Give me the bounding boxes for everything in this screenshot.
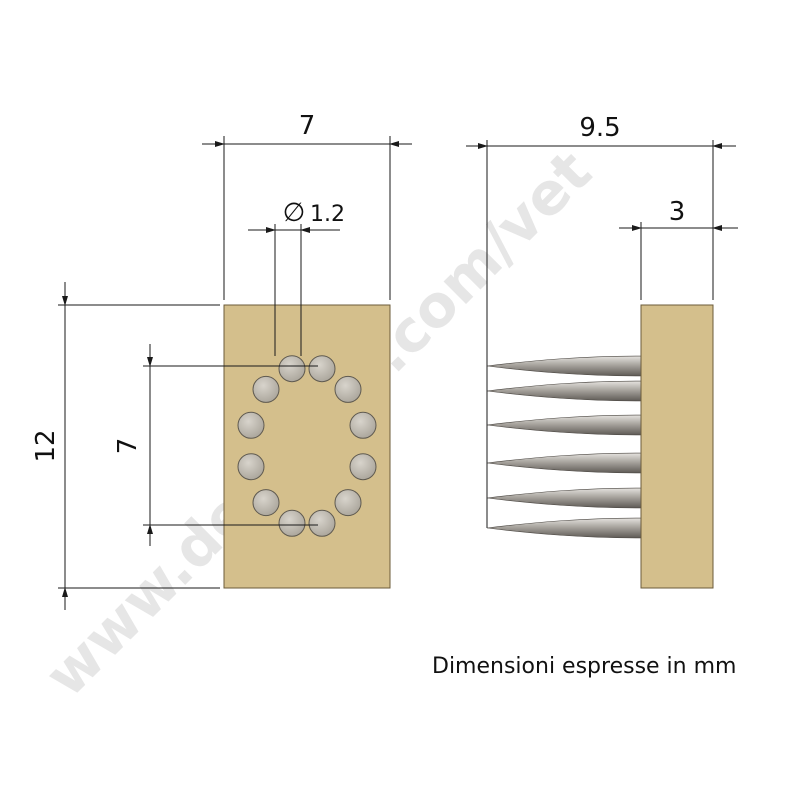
pin-hole — [278, 355, 306, 383]
pin-hole — [308, 355, 336, 383]
width-dimension — [202, 136, 412, 300]
pin-hole — [252, 489, 280, 517]
front-view: 7 ∅ 1.2 12 7 — [31, 111, 412, 610]
total-length-dimension — [466, 140, 736, 528]
units-caption: Dimensioni espresse in mm — [432, 654, 736, 679]
plate-thickness-dimension — [619, 222, 738, 300]
pin-hole — [237, 453, 265, 481]
side-plate — [640, 304, 714, 589]
width-label: 7 — [299, 111, 316, 141]
height-label: 12 — [31, 429, 61, 462]
pin-ring — [237, 355, 377, 537]
diameter-dimension — [248, 224, 340, 356]
needle — [486, 380, 644, 402]
pin-hole — [349, 411, 377, 439]
height-dimension — [58, 282, 220, 610]
needle — [486, 414, 644, 436]
needle — [486, 355, 644, 377]
needle — [486, 487, 644, 509]
needle — [486, 517, 644, 539]
diameter-label: 1.2 — [310, 202, 345, 227]
side-view: 9.5 3 — [466, 113, 738, 589]
pin-hole — [334, 375, 362, 403]
needle-row — [486, 355, 644, 539]
needle — [486, 452, 644, 474]
pin-hole — [252, 375, 280, 403]
total-length-label: 9.5 — [579, 113, 620, 143]
pin-hole — [278, 509, 306, 537]
front-plate — [223, 304, 391, 589]
pin-hole — [334, 489, 362, 517]
pin-hole — [237, 411, 265, 439]
pin-hole — [308, 509, 336, 537]
pitch-dimension — [143, 344, 318, 546]
pitch-label: 7 — [113, 438, 143, 455]
pin-hole — [349, 453, 377, 481]
plate-thickness-label: 3 — [669, 197, 686, 227]
diameter-symbol: ∅ — [283, 198, 306, 228]
